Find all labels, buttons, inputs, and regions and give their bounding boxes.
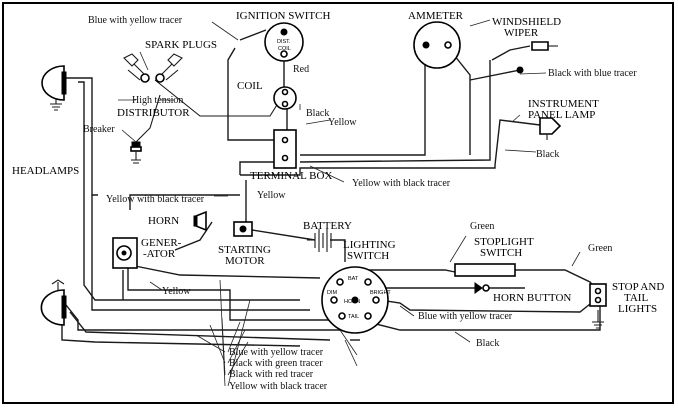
label-stop-and: STOP AND — [612, 281, 664, 293]
stop-tail-lights-icon — [589, 283, 607, 329]
label-dist: DIST. — [277, 39, 291, 45]
label-tail-small: TAIL — [348, 314, 359, 320]
label-yellow-black-bottom: Yellow with black tracer — [229, 381, 328, 392]
label-blue-yellow-top: Blue with yellow tracer — [88, 15, 183, 26]
label-yellow-black-left: Yellow with black tracer — [106, 194, 205, 205]
label-wiper: WIPER — [504, 27, 539, 39]
leader-lines — [118, 19, 581, 387]
label-bright: BRIGHT — [370, 290, 391, 296]
label-generator-1: GENER- — [141, 237, 182, 249]
label-generator-2: -ATOR — [143, 248, 176, 260]
label-green-right: Green — [588, 243, 612, 254]
label-lights: LIGHTS — [618, 303, 657, 315]
horn-icon — [193, 210, 207, 232]
ignition-switch[interactable] — [264, 22, 304, 62]
terminal-box — [273, 129, 297, 169]
label-dim: DIM — [327, 290, 338, 296]
stoplight-switch — [454, 263, 516, 277]
headlamp-top-icon — [41, 65, 67, 111]
lighting-switch[interactable] — [321, 266, 389, 334]
label-coil-small: COIL — [278, 46, 291, 52]
label-black-bottom: Black — [476, 338, 499, 349]
label-black-blue-wiper: Black with blue tracer — [548, 68, 637, 79]
headlamp-bottom-icon — [40, 279, 67, 326]
label-green-top: Green — [470, 221, 494, 232]
label-instrument: INSTRUMENT — [528, 98, 599, 110]
label-blue-yellow-mid: Blue with yellow tracer — [418, 311, 513, 322]
labels: IGNITION SWITCH DIST. COIL AMMETER WINDS… — [12, 10, 664, 392]
label-black-red: Black with red tracer — [229, 369, 314, 380]
windshield-wiper-icon — [516, 41, 558, 74]
label-windshield: WINDSHIELD — [492, 16, 561, 28]
label-horn: HORN — [148, 215, 179, 227]
label-motor: MOTOR — [225, 255, 265, 267]
spark-plugs-icon — [123, 53, 183, 83]
label-lighting: LIGHTING — [343, 239, 396, 251]
instrument-panel-lamp-icon — [539, 117, 562, 140]
horn-button — [474, 282, 490, 294]
wires — [55, 29, 601, 347]
label-yellow-low: Yellow — [162, 286, 191, 297]
label-horn-button: HORN BUTTON — [493, 292, 571, 304]
label-red: Red — [293, 64, 309, 75]
label-headlamps: HEADLAMPS — [12, 165, 79, 177]
battery-icon — [307, 229, 332, 252]
coil-icon — [273, 86, 297, 110]
label-stoplight: STOPLIGHT — [474, 236, 534, 248]
label-black-panel: Black — [536, 149, 559, 160]
starting-motor-icon — [233, 221, 253, 237]
label-distributor: DISTRIBUTOR — [117, 107, 190, 119]
label-black-green: Black with green tracer — [229, 358, 323, 369]
label-high-tension: High tension — [132, 95, 183, 106]
label-bat: BAT — [348, 276, 359, 282]
label-battery: BATTERY — [303, 220, 352, 232]
label-lighting-switch: SWITCH — [347, 250, 389, 262]
label-starting: STARTING — [218, 244, 271, 256]
label-yellow-black-right: Yellow with black tracer — [352, 178, 451, 189]
label-stoplight-switch: SWITCH — [480, 247, 522, 259]
label-spark-plugs: SPARK PLUGS — [145, 39, 217, 51]
label-yellow-top: Yellow — [328, 117, 357, 128]
breaker-icon — [130, 141, 142, 164]
label-ignition-switch: IGNITION SWITCH — [236, 10, 330, 22]
label-panel-lamp: PANEL LAMP — [528, 109, 595, 121]
label-horn-small: HORN — [344, 299, 360, 305]
label-coil: COIL — [237, 80, 263, 92]
label-breaker: Breaker — [83, 124, 115, 135]
label-blue-yellow-bottom: Blue with yellow tracer — [229, 347, 324, 358]
label-tail: TAIL — [624, 292, 648, 304]
label-yellow-mid: Yellow — [257, 190, 286, 201]
label-terminal-box: TERMINAL BOX — [250, 170, 332, 182]
label-black-coil: Black — [306, 108, 329, 119]
diagram-frame — [2, 2, 674, 404]
generator-icon — [112, 237, 138, 269]
label-ammeter: AMMETER — [408, 10, 464, 22]
ammeter — [413, 21, 461, 69]
